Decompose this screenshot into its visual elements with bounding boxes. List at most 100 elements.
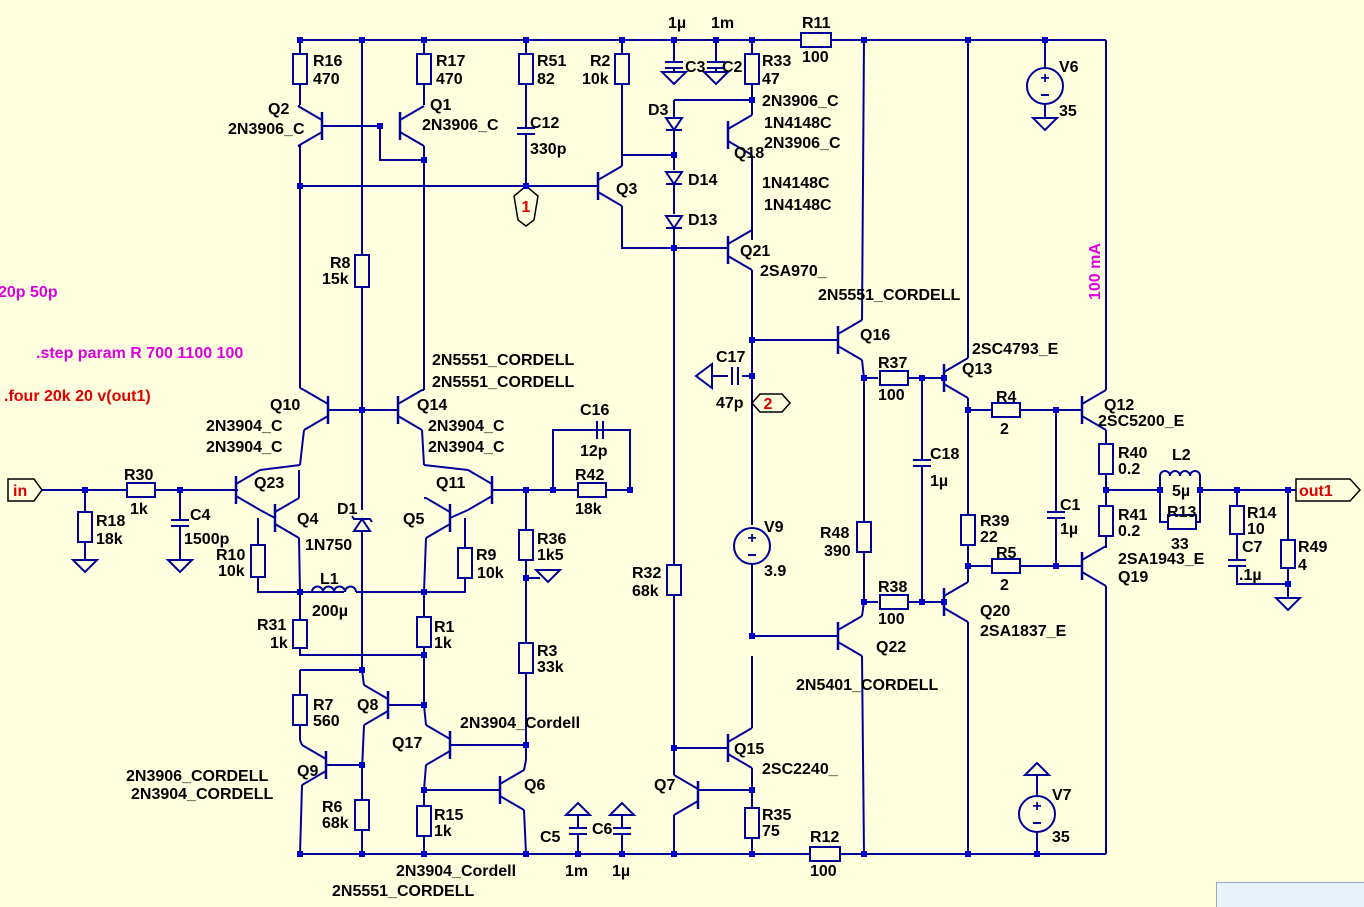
component-label: Q7 [654,777,675,794]
component-label: R32 [632,565,661,582]
ground-icon [1022,761,1052,776]
component-label: 75 [762,823,780,840]
component-label: R35 [762,807,791,824]
component-label: 5µ [1172,483,1190,500]
junction-dot [627,487,633,493]
junction-dot [919,599,925,605]
component-label: 3.9 [764,563,786,580]
junction-dot [359,407,365,413]
component-label: 18k [96,531,123,548]
component-label: R13 [1167,504,1196,521]
junction-dot [421,589,427,595]
junction-dot [749,37,755,43]
component-label: R1 [434,619,455,636]
junction-dot [523,851,529,857]
component-label: 2 [1000,421,1009,438]
junction-dot [619,851,625,857]
component-label: 200µ [312,603,348,620]
r15-resistor [416,805,432,837]
junction-dot [941,375,947,381]
junction-dot [1034,851,1040,857]
component-label: R17 [436,53,465,70]
in-port [7,478,43,502]
component-label: 4 [1298,557,1307,574]
net-flag-1 [513,185,539,227]
component-label: 2N3904_C [428,418,505,435]
component-label: R9 [476,547,497,564]
junction-dot [749,633,755,639]
ground-icon [1030,117,1060,132]
component-label: R48 [820,525,849,542]
components: +++ [7,32,1362,862]
r36-resistor [518,529,534,561]
component-label: C6 [592,821,613,838]
component-label: Q15 [734,741,764,758]
v9-source [733,527,771,565]
d14-diode [664,171,684,186]
component-label: R51 [537,53,566,70]
junction-dot [671,851,677,857]
component-label: C18 [930,446,959,463]
component-label: 1µ [668,15,686,32]
component-label: 1N750 [305,537,352,554]
ground-icon [1273,597,1303,612]
component-label: 470 [436,71,463,88]
component-label: Q3 [616,181,637,198]
component-label: 2N5551_CORDELL [332,883,475,900]
component-label: 2N3904_C [206,439,283,456]
junction-dot [421,37,427,43]
out1-port [1295,478,1362,502]
junction-dot [1285,581,1291,587]
component-label: 2N5401_CORDELL [796,677,939,694]
component-label: D14 [688,172,717,189]
component-label: 2N3904_C [206,418,283,435]
svg-text:+: + [1040,70,1049,87]
component-label: 2N3906_C [764,135,841,152]
junction-dot [749,337,755,343]
junction-dot [1285,487,1291,493]
component-label: R37 [878,355,907,372]
l1-inductor [311,585,357,593]
net-flag-1-label: 1 [522,199,531,216]
ground-icon [659,71,689,86]
component-label: R5 [996,545,1017,562]
junction-dot [749,373,755,379]
component-label: Q21 [740,243,770,260]
junction-dot [749,787,755,793]
component-label: 330p [530,141,567,158]
component-label: 10 [1247,521,1265,538]
d13-diode [664,215,684,230]
r49-resistor [1280,539,1296,569]
component-label: 2SC4793_E [972,341,1059,358]
junction-dot [523,487,529,493]
component-label: Q19 [1118,569,1148,586]
component-label: C12 [530,115,559,132]
junction-dot [297,37,303,43]
junction-dot [713,37,719,43]
component-label: 2N5551_CORDELL [432,374,575,391]
component-label: V7 [1052,787,1072,804]
component-label: R36 [537,531,566,548]
component-label: Q14 [417,397,447,414]
component-label: R30 [124,467,153,484]
component-label: 2N3906_CORDELL [126,768,269,785]
junction-dot [523,575,529,581]
junction-dot [359,851,365,857]
r13-resistor [1167,514,1197,530]
component-label: R6 [322,799,343,816]
component-label: 1k [130,501,148,518]
component-label: 68k [632,583,659,600]
junction-dot [941,599,947,605]
component-label: 47p [716,395,744,412]
component-label: Q20 [980,603,1010,620]
d3-diode [664,117,684,132]
junction-dot [861,851,867,857]
junction-dot [671,37,677,43]
junction-dot [1053,563,1059,569]
component-label: Q5 [403,511,424,528]
junction-dot [965,407,971,413]
component-label: 2N3904_C [428,439,505,456]
r1-resistor [416,616,432,648]
junction-dot [861,599,867,605]
